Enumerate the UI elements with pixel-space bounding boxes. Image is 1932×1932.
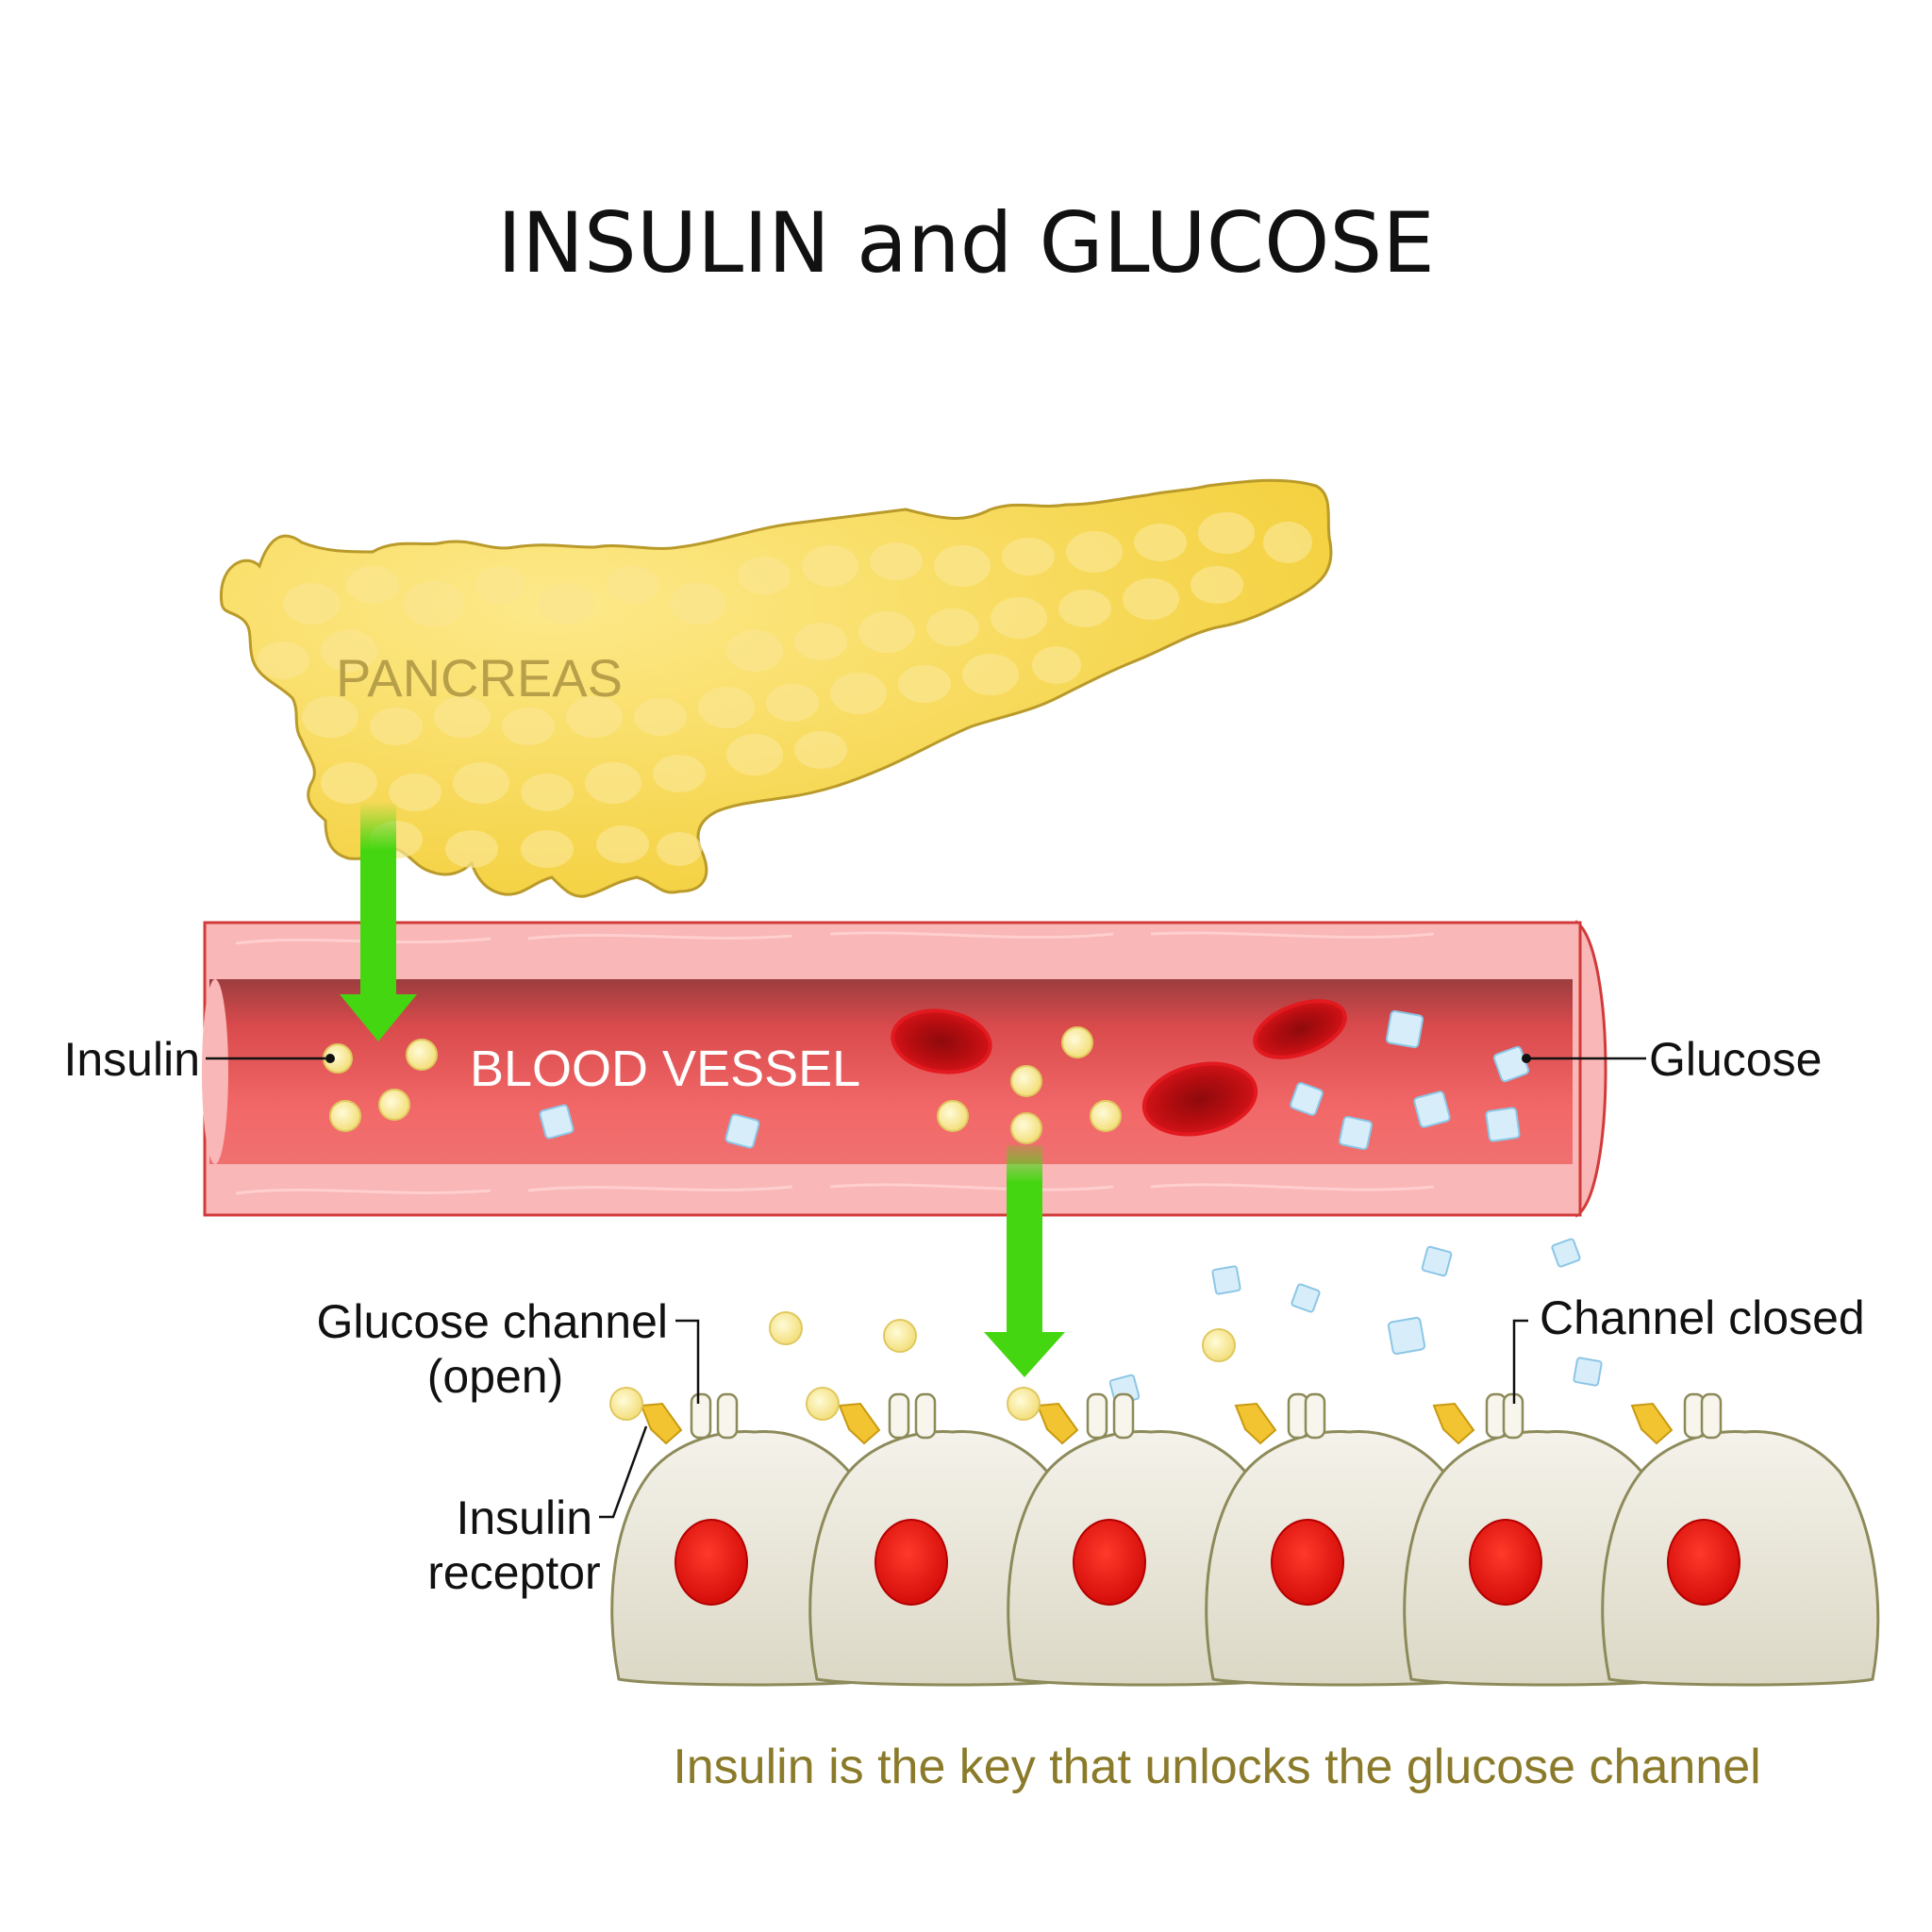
cell-row — [610, 1430, 1880, 1687]
glucose-channels — [690, 1392, 1723, 1440]
blood-vessel: BLOOD VESSEL — [202, 919, 1607, 1218]
blood-vessel-label: BLOOD VESSEL — [470, 1041, 860, 1097]
glucose-channel-label: Glucose channel — [317, 1295, 668, 1348]
insulin-label: Insulin — [63, 1033, 200, 1086]
channel-closed-label: Channel closed — [1540, 1291, 1865, 1344]
red-blood-cells — [891, 999, 1347, 1137]
diagram-caption: Insulin is the key that unlocks the gluc… — [673, 1740, 1760, 1794]
pancreas-label: PANCREAS — [336, 648, 623, 708]
insulin-pointer-dot — [325, 1054, 335, 1063]
insulin-receptors — [640, 1402, 1674, 1445]
insulin-receptor-label-line2: receptor — [427, 1546, 600, 1599]
glucose-channel-state-label: (open) — [427, 1350, 564, 1403]
arrow-vessel-to-cells — [984, 1145, 1065, 1377]
leader-lines — [206, 1057, 1646, 1519]
insulin-molecules — [323, 1026, 1236, 1362]
cell — [1601, 1430, 1880, 1687]
insulin-receptor-label-line1: Insulin — [456, 1491, 592, 1544]
bound-insulin — [609, 1387, 1041, 1421]
diagram-title: INSULIN and GLUCOSE — [497, 194, 1435, 291]
pancreas: PANCREAS — [220, 478, 1333, 898]
arrow-pancreas-to-vessel — [340, 802, 417, 1041]
glucose-label: Glucose — [1649, 1033, 1822, 1086]
glucose-pointer-dot — [1522, 1054, 1531, 1063]
